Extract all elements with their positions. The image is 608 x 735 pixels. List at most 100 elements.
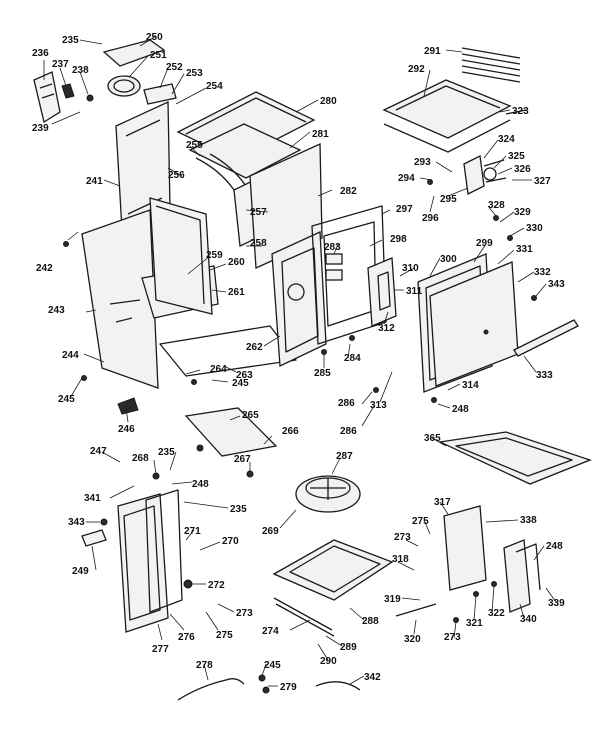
label-264: 264: [210, 364, 227, 375]
part-325-valve: [463, 155, 507, 195]
part-340-bracket: [503, 539, 541, 613]
label-281: 281: [312, 129, 329, 140]
label-256: 256: [168, 170, 185, 181]
label-244: 244: [62, 350, 79, 361]
label-250: 250: [146, 32, 163, 43]
label-333: 333: [536, 370, 553, 381]
label-255: 255: [186, 140, 203, 151]
label-238: 238: [72, 65, 89, 76]
label-275-right: 275: [412, 516, 429, 527]
label-319: 319: [384, 594, 401, 605]
part-246-leg: [117, 397, 139, 415]
label-278: 278: [196, 660, 213, 671]
label-275-left: 275: [216, 630, 233, 641]
label-318: 318: [392, 554, 409, 565]
label-266: 266: [282, 426, 299, 437]
label-292: 292: [408, 64, 425, 75]
label-257: 257: [250, 207, 267, 218]
label-284: 284: [344, 353, 361, 364]
part-243-side-panel: [81, 209, 159, 389]
label-280: 280: [320, 96, 337, 107]
label-283: 283: [324, 242, 341, 253]
label-267: 267: [234, 454, 251, 465]
label-270: 270: [222, 536, 239, 547]
label-242: 242: [36, 263, 53, 274]
label-243: 243: [48, 305, 65, 316]
label-289: 289: [340, 642, 357, 653]
label-259: 259: [206, 250, 223, 261]
part-237-clip: [61, 83, 75, 99]
label-246: 246: [118, 424, 135, 435]
label-327: 327: [534, 176, 551, 187]
label-237: 237: [52, 59, 69, 70]
label-247: 247: [90, 446, 107, 457]
label-332: 332: [534, 267, 551, 278]
label-241: 241: [86, 176, 103, 187]
label-338: 338: [520, 515, 537, 526]
label-273-left: 273: [236, 608, 253, 619]
part-292-cooktop: [382, 79, 512, 153]
part-276-door-inner: [145, 489, 183, 613]
label-239: 239: [32, 123, 49, 134]
part-252-plate: [143, 83, 177, 105]
label-329: 329: [514, 207, 531, 218]
label-321: 321: [466, 618, 483, 629]
label-311: 311: [406, 286, 423, 297]
label-236: 236: [32, 48, 49, 59]
label-282: 282: [340, 186, 357, 197]
label-274: 274: [262, 626, 279, 637]
part-288-broiler-drawer: [272, 539, 394, 601]
label-249: 249: [72, 566, 89, 577]
label-245-center: 245: [232, 378, 249, 389]
label-296: 296: [422, 213, 439, 224]
label-277: 277: [152, 644, 169, 655]
label-252: 252: [166, 62, 183, 73]
label-299: 299: [476, 238, 493, 249]
label-272: 272: [208, 580, 225, 591]
part-333-door-handle: [513, 319, 579, 357]
label-343-right: 343: [548, 279, 565, 290]
label-286-top: 286: [338, 398, 355, 409]
part-342-cable: [315, 681, 361, 691]
part-338-latch: [443, 505, 487, 591]
label-328: 328: [488, 200, 505, 211]
label-325: 325: [508, 151, 525, 162]
label-248-mid: 248: [452, 404, 469, 415]
label-313: 313: [370, 400, 387, 411]
label-324: 324: [498, 134, 515, 145]
label-273-right: 273: [444, 632, 461, 643]
label-323: 323: [512, 106, 529, 117]
label-269: 269: [262, 526, 279, 537]
label-290: 290: [320, 656, 337, 667]
label-268: 268: [132, 453, 149, 464]
label-322: 322: [488, 608, 505, 619]
label-312: 312: [378, 323, 395, 334]
part-262-bottom-frame: [159, 325, 297, 377]
label-273-mid: 273: [394, 532, 411, 543]
label-295: 295: [440, 194, 457, 205]
label-297: 297: [396, 204, 413, 215]
label-343-left: 343: [68, 517, 85, 528]
label-248-right: 248: [546, 541, 563, 552]
label-258: 258: [250, 238, 267, 249]
part-323-trim: [505, 109, 527, 115]
part-labels: 235 250 251 236 237 238 252 253 254 280 …: [32, 32, 565, 693]
label-276: 276: [178, 632, 195, 643]
label-251: 251: [150, 50, 167, 61]
label-253: 253: [186, 68, 203, 79]
label-245-bottom: 245: [264, 660, 281, 671]
part-238-screw: [86, 94, 94, 102]
part-249-foot: [81, 529, 107, 547]
part-258-front-frame: [271, 231, 327, 367]
label-248-left: 248: [192, 479, 209, 490]
label-330: 330: [526, 223, 543, 234]
label-331: 331: [516, 244, 533, 255]
part-283-brackets: [325, 253, 343, 281]
label-341: 341: [84, 493, 101, 504]
label-326: 326: [514, 164, 531, 175]
label-262: 262: [246, 342, 263, 353]
part-274-rack-bar: [273, 597, 335, 637]
part-320-rod: [395, 603, 437, 617]
leader-lines: [43, 35, 557, 687]
